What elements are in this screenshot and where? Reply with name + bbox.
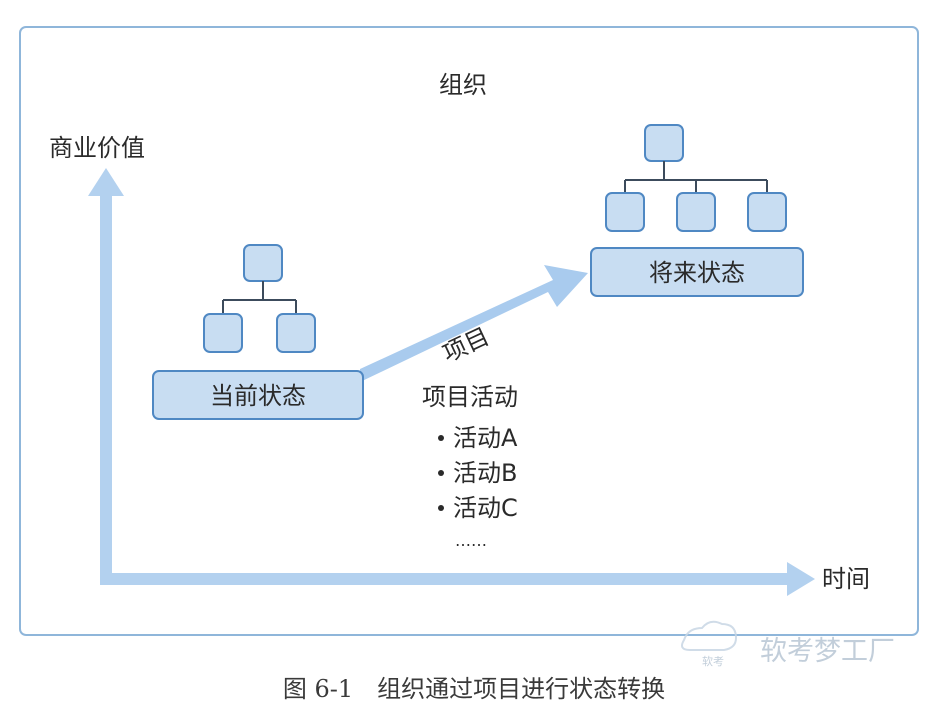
x-axis xyxy=(100,573,790,585)
future-state-box xyxy=(590,247,804,297)
x-axis-label: 时间 xyxy=(822,565,870,593)
current-state-label: 当前状态 xyxy=(210,382,306,410)
future-state-label: 将来状态 xyxy=(649,259,745,287)
y-axis xyxy=(100,194,112,585)
current-org-node-right xyxy=(276,313,316,353)
y-axis-label: 商业价值 xyxy=(49,134,145,162)
cloud-logo-icon xyxy=(681,620,738,651)
future-org-connector xyxy=(624,161,768,193)
watermark-small-text: 软考 xyxy=(702,654,724,668)
y-axis-arrowhead xyxy=(88,168,124,196)
activities-ellipsis: …… xyxy=(455,531,487,550)
activity-bullet xyxy=(438,470,444,476)
activities-heading: 项目活动 xyxy=(422,383,518,411)
axes xyxy=(88,168,815,596)
current-org-chart xyxy=(203,244,316,353)
watermark-logo: 软考 软考梦工厂 xyxy=(681,620,895,668)
activity-item: 活动B xyxy=(453,459,517,487)
future-org-top-node xyxy=(644,124,684,162)
diagram-title: 组织 xyxy=(439,71,487,99)
watermark-main-text: 软考梦工厂 xyxy=(760,636,895,667)
future-org-node-right xyxy=(747,192,787,232)
x-axis-arrowhead xyxy=(787,562,815,596)
activity-item: 活动C xyxy=(453,494,518,522)
figure-caption: 图 6-1 组织通过项目进行状态转换 xyxy=(283,675,665,703)
current-org-connector xyxy=(222,281,297,314)
activity-item: 活动A xyxy=(453,424,518,452)
activity-bullet xyxy=(438,435,444,441)
current-org-top-node xyxy=(243,244,283,282)
project-activities: 项目活动 活动A 活动B 活动C …… xyxy=(422,383,518,550)
future-org-chart xyxy=(605,124,787,232)
project-arrow xyxy=(360,265,588,382)
future-org-node-left xyxy=(605,192,645,232)
current-org-node-left xyxy=(203,313,243,353)
current-state-box xyxy=(152,370,364,420)
future-org-node-middle xyxy=(676,192,716,232)
activity-bullet xyxy=(438,505,444,511)
